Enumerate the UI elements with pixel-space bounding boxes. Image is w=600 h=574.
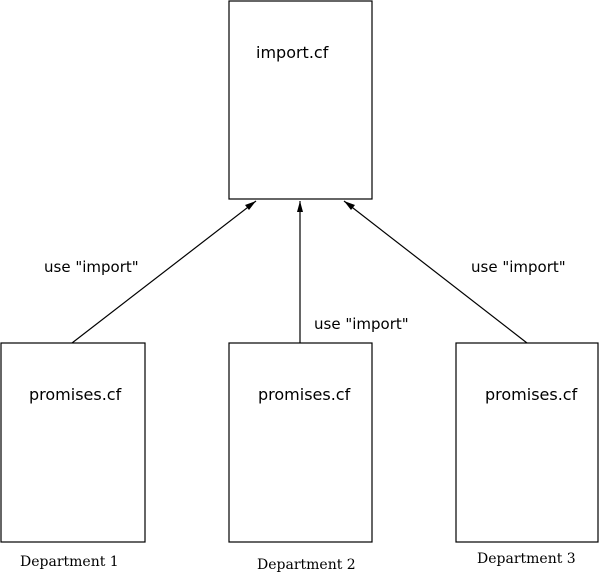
edge-label-2: use "import" <box>314 315 409 333</box>
department-2-file-box <box>228 342 373 543</box>
arrowhead-icon <box>297 201 303 212</box>
edge-department-2-to-import: use "import" <box>297 201 409 343</box>
arrowhead-icon <box>344 201 355 210</box>
department-3-file-box <box>455 342 599 543</box>
import-file-node: import.cf <box>228 0 373 200</box>
department-2-node: promises.cf Department 2 <box>228 342 373 573</box>
arrowhead-icon <box>245 201 256 210</box>
edge-department-3-to-import: use "import" <box>343 200 566 344</box>
department-1-file-box <box>0 342 146 543</box>
department-1-file-label: promises.cf <box>29 385 122 404</box>
department-3-node: promises.cf Department 3 <box>455 342 599 567</box>
import-file-label: import.cf <box>256 43 329 62</box>
import-file-box <box>228 0 373 200</box>
department-1-caption: Department 1 <box>20 554 119 570</box>
department-3-file-label: promises.cf <box>485 385 578 404</box>
edge-label-3: use "import" <box>471 258 566 276</box>
department-2-file-label: promises.cf <box>258 385 351 404</box>
department-3-caption: Department 3 <box>477 551 576 567</box>
edge-department-1-to-import: use "import" <box>44 200 257 344</box>
department-1-node: promises.cf Department 1 <box>0 342 146 570</box>
edge-line-3 <box>343 200 528 344</box>
department-2-caption: Department 2 <box>257 557 356 573</box>
edge-label-1: use "import" <box>44 258 139 276</box>
edge-line-1 <box>71 200 257 344</box>
